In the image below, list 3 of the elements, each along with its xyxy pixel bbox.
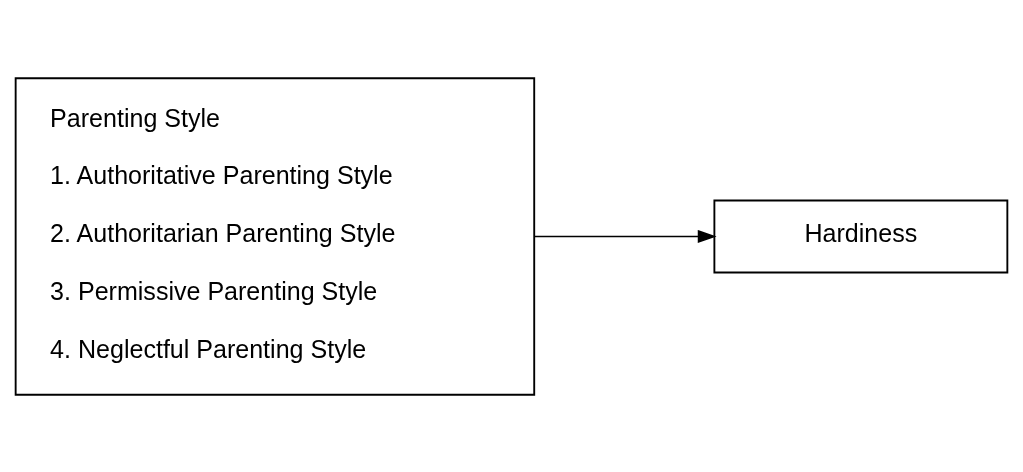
node-box: Parenting Style 1. Authoritative Parenting Style 2. Authoritarian Parenting Style 3. Permissive Parenting Style 4. Neglectful Parenting Style: [14, 76, 536, 396]
arrow: [533, 229, 717, 243]
node-box: Hardiness: [713, 199, 1009, 273]
